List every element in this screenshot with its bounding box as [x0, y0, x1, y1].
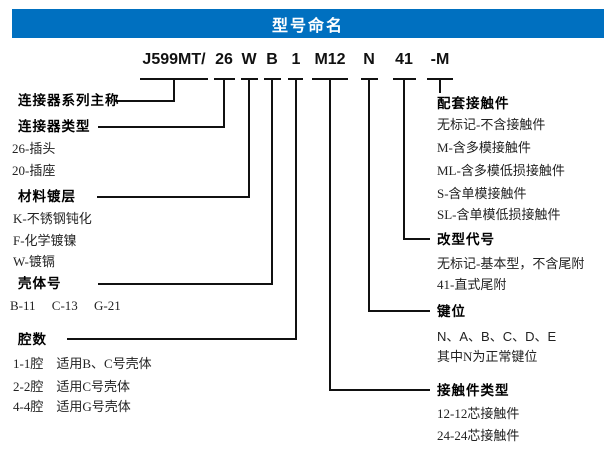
- label-contact-type-item: 24-24芯接触件: [437, 428, 520, 443]
- label-type-item: 26-插头: [12, 141, 56, 156]
- label-variant-item: 41-直式尾附: [437, 277, 507, 292]
- connector-line-variant-h: [403, 238, 430, 240]
- label-key-item: 其中N为正常键位: [437, 349, 538, 364]
- label-key-item: N、A、B、C、D、E: [437, 329, 557, 344]
- label-mating-item: 无标记-不含接触件: [437, 117, 546, 132]
- connector-line-type-v: [223, 78, 225, 128]
- part-segment-series: J599MT/: [142, 51, 206, 68]
- part-segment-mating: -M: [430, 51, 450, 68]
- label-variant-item: 无标记-基本型，不含尾附: [437, 256, 585, 271]
- label-mating-item: S-含单模接触件: [437, 186, 527, 201]
- part-segment-contact: M12: [314, 51, 346, 68]
- label-plating-item: F-化学镀镍: [13, 233, 77, 248]
- connector-line-shell-h: [98, 283, 273, 285]
- connector-line-cavity-v: [295, 78, 297, 340]
- label-mating-item: ML-含多模低损接触件: [437, 163, 565, 178]
- label-contact-type-title: 接触件类型: [437, 383, 510, 398]
- part-segment-cavity: 1: [291, 51, 301, 68]
- label-plating-item: K-不锈钢钝化: [13, 211, 92, 226]
- label-cavity-item: 4-4腔 适用G号壳体: [13, 399, 131, 414]
- label-type-item: 20-插座: [12, 163, 56, 178]
- connector-line-plating-h: [97, 196, 250, 198]
- connector-line-series-v: [173, 78, 175, 102]
- part-segment-plating: W: [241, 51, 257, 68]
- label-contact-type-item: 12-12芯接触件: [437, 406, 520, 421]
- label-mating-item: M-含多模接触件: [437, 140, 531, 155]
- header-bar: 型号命名: [12, 9, 604, 38]
- part-segment-key: N: [363, 51, 375, 68]
- connector-line-contact-v: [329, 78, 331, 391]
- connector-line-key-h: [368, 310, 430, 312]
- connector-line-mating-v: [439, 78, 441, 93]
- part-segment-type: 26: [215, 51, 233, 68]
- connector-line-series-h: [114, 100, 175, 102]
- label-key-title: 键位: [437, 304, 466, 319]
- page-title: 型号命名: [271, 17, 344, 35]
- label-cavity-item: 2-2腔 适用C号壳体: [13, 379, 131, 394]
- label-cavity-item: 1-1腔 适用B、C号壳体: [13, 356, 152, 371]
- connector-line-variant-v: [403, 78, 405, 240]
- label-shell-title: 壳体号: [18, 276, 62, 291]
- connector-line-shell-v: [271, 78, 273, 285]
- connector-line-cavity-h: [67, 338, 297, 340]
- part-segment-shell: B: [266, 51, 278, 68]
- label-variant-title: 改型代号: [437, 232, 495, 247]
- label-shell-item: B-11 C-13 G-21: [10, 298, 121, 313]
- label-plating-item: W-镀镉: [13, 254, 55, 269]
- connector-line-key-v: [368, 78, 370, 312]
- label-series-title: 连接器系列主称: [18, 93, 120, 108]
- connector-line-contact-h: [329, 389, 430, 391]
- connector-line-plating-v: [248, 78, 250, 198]
- label-mating-item: SL-含单模低损接触件: [437, 207, 561, 222]
- label-type-title: 连接器类型: [18, 119, 91, 134]
- label-plating-title: 材料镀层: [18, 189, 76, 204]
- label-cavity-title: 腔数: [18, 332, 47, 347]
- part-segment-variant: 41: [395, 51, 413, 68]
- label-mating-title: 配套接触件: [437, 96, 510, 111]
- connector-line-type-h: [98, 126, 225, 128]
